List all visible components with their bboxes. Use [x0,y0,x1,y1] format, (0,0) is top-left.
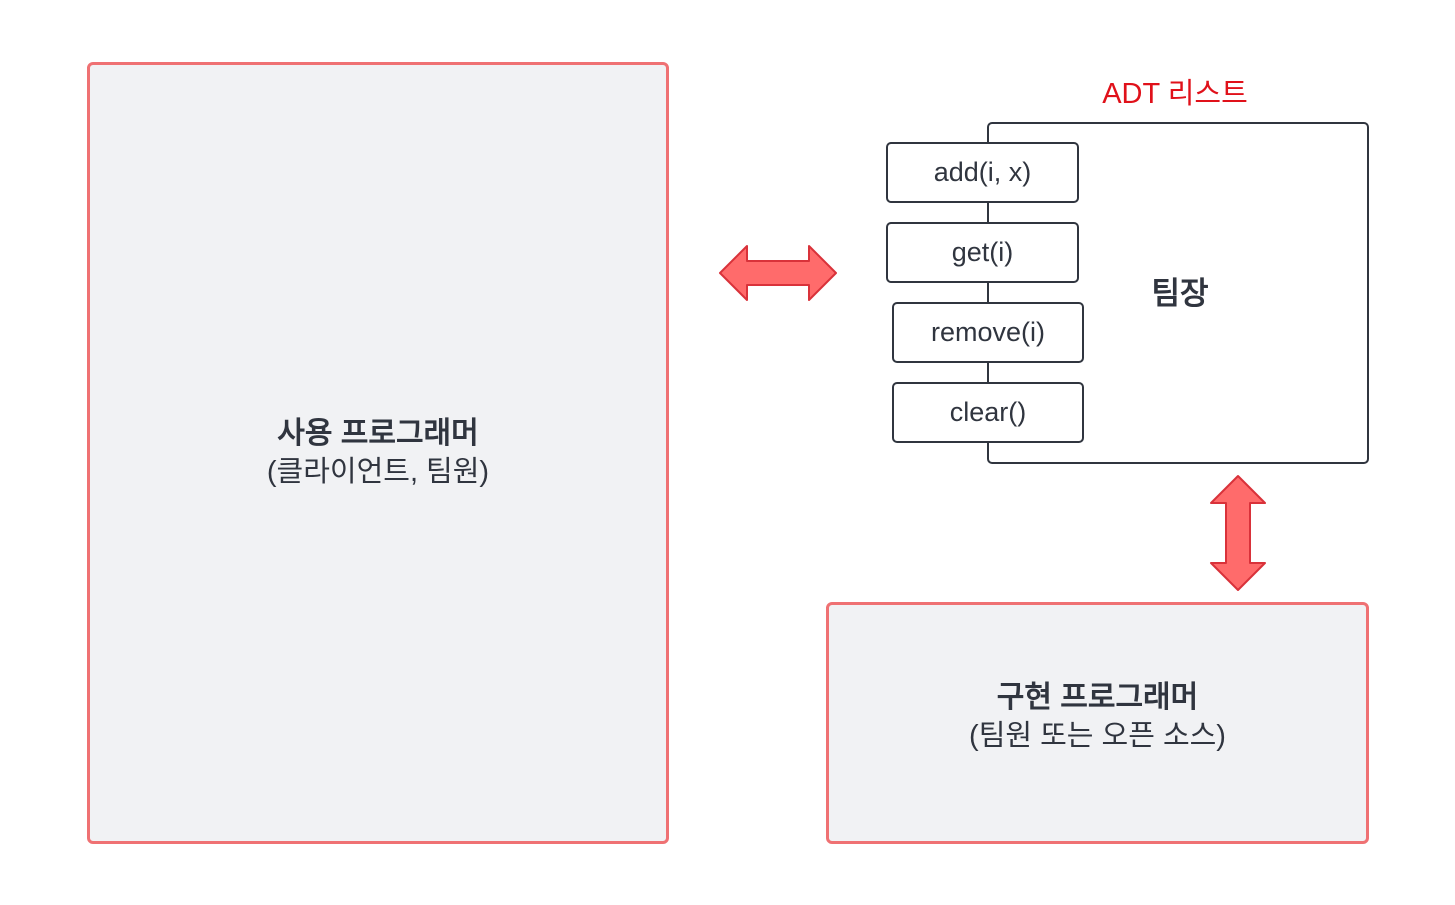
client-adt-double-arrow [719,245,837,301]
adt-list-title: ADT 리스트 [1102,78,1248,110]
client-programmer-box: 사용 프로그래머 (클라이언트, 팀원) [87,62,669,844]
adt-implementer-double-arrow [1210,475,1266,591]
client-programmer-label: 사용 프로그래머 (클라이언트, 팀원) [90,415,666,491]
operation-get: get(i) [886,222,1079,283]
client-programmer-subtitle: (클라이언트, 팀원) [266,456,490,488]
implementer-programmer-title: 구현 프로그래머 [996,681,1199,714]
implementer-programmer-label: 구현 프로그래머 (팀원 또는 오픈 소스) [829,679,1366,755]
implementer-programmer-box: 구현 프로그래머 (팀원 또는 오픈 소스) [826,602,1369,844]
operation-remove: remove(i) [892,302,1084,363]
operation-connector-line [987,200,989,385]
operation-clear: clear() [892,382,1084,443]
implementer-programmer-subtitle: (팀원 또는 오픈 소스) [969,720,1226,752]
client-programmer-title: 사용 프로그래머 [277,417,479,450]
operation-add: add(i, x) [886,142,1079,203]
team-leader-label: 팀장 [1151,276,1209,311]
